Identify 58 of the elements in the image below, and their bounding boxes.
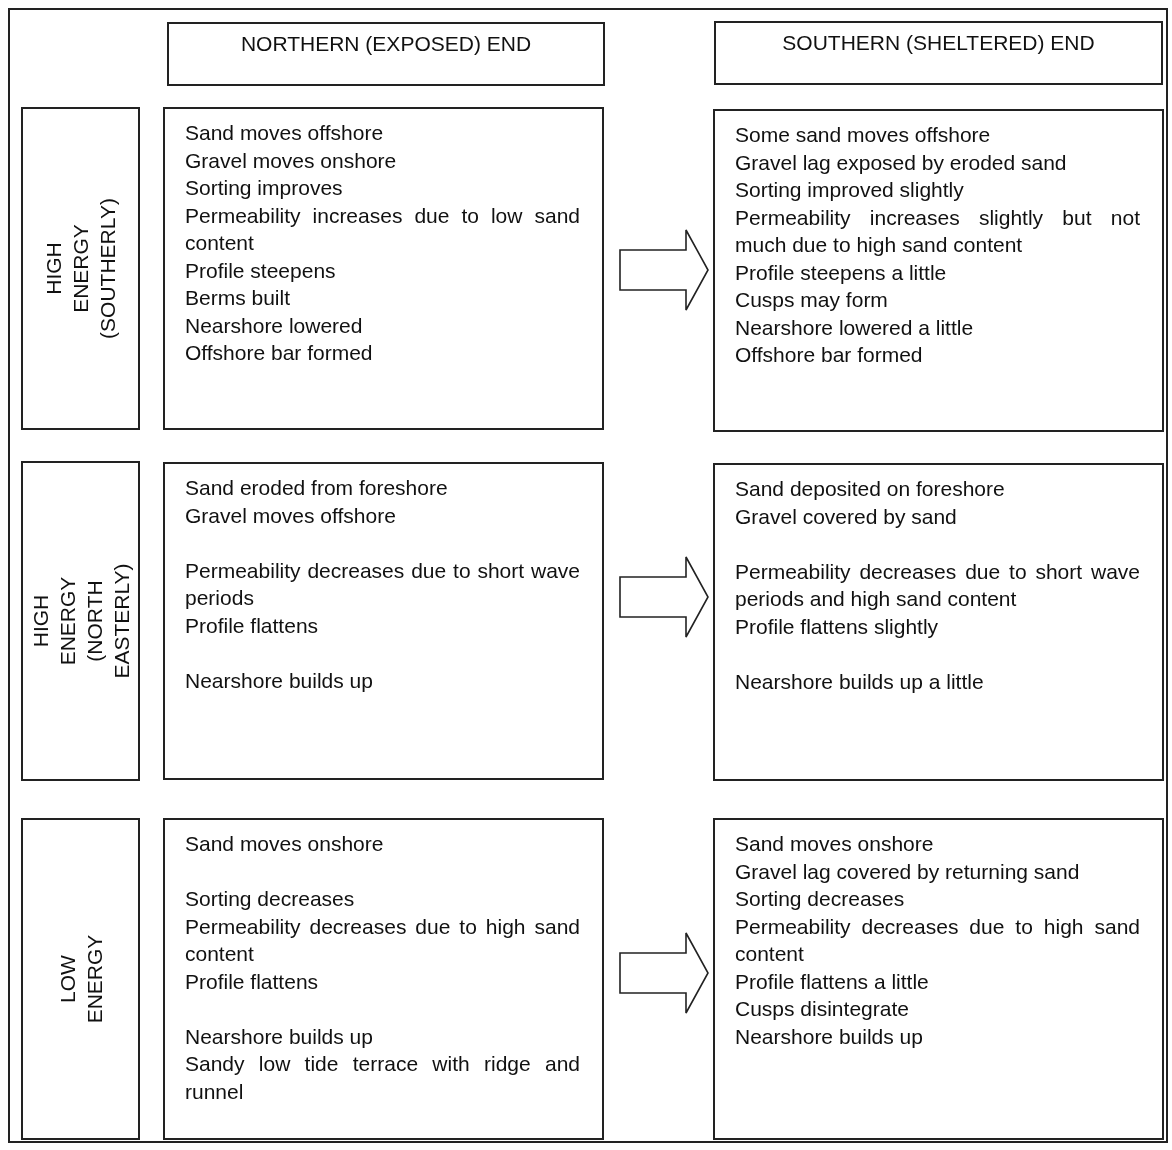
description-box — [713, 818, 1164, 1140]
description-item: Permeability decreases due to high sand content — [185, 913, 580, 967]
description-item: Sorting improved slightly — [735, 177, 965, 203]
description-box — [163, 818, 604, 1140]
column-heading: SOUTHERN (SHELTERED) END — [782, 31, 1095, 56]
description-box — [163, 107, 604, 430]
description-item: Permeability increases slightly but not much due to high sand content — [735, 204, 1140, 258]
row-heading: LOW ENERGY — [54, 933, 107, 1026]
description-item: Sandy low tide terrace with ridge and runnel — [185, 1051, 580, 1105]
description-item: Profile flattens slightly — [735, 613, 940, 640]
description-item: Nearshore builds up — [735, 1023, 924, 1050]
description-box — [163, 462, 604, 780]
row-heading: HIGH ENERGY (NORTH EASTERLY) — [27, 563, 134, 679]
description-item: Gravel moves onshore — [185, 147, 398, 174]
description-item: Nearshore builds up a little — [735, 668, 985, 695]
description-item: Profile steepens a little — [735, 259, 948, 286]
column-header-box — [714, 21, 1163, 85]
description-item: Cusps may form — [735, 287, 889, 313]
description-item: Permeability decreases due to short wave periods — [185, 557, 580, 611]
description-box — [713, 109, 1164, 432]
description-item: Profile flattens — [185, 968, 320, 995]
description-item: Nearshore builds up — [185, 1023, 374, 1050]
description-item: Sand eroded from foreshore — [185, 475, 449, 501]
block-arrow — [619, 556, 709, 638]
description-item: Sand moves onshore — [735, 831, 935, 857]
column-header-box — [167, 22, 605, 86]
description-item: Some sand moves offshore — [735, 122, 992, 148]
column-heading: NORTHERN (EXPOSED) END — [240, 32, 532, 57]
description-item: Sorting decreases — [185, 886, 356, 912]
description-item: Gravel covered by sand — [735, 503, 958, 530]
description-item: Offshore bar formed — [735, 342, 924, 368]
description-item: Nearshore builds up — [185, 667, 374, 694]
row-heading: HIGH ENERGY (SOUTHERLY) — [41, 198, 120, 339]
row-label-box — [21, 461, 140, 781]
block-arrow — [619, 229, 709, 311]
block-arrow — [619, 932, 709, 1014]
row-label-box — [21, 818, 140, 1140]
description-item: Sand moves offshore — [185, 120, 385, 146]
description-item: Berms built — [185, 285, 292, 311]
description-item: Profile flattens — [185, 612, 320, 639]
description-item: Permeability decreases due to high sand content — [735, 913, 1140, 967]
description-item: Cusps disintegrate — [735, 996, 910, 1022]
description-item: Profile steepens — [185, 257, 337, 284]
description-item: Sand moves onshore — [185, 831, 385, 857]
description-item: Nearshore lowered a little — [735, 314, 975, 341]
description-item: Permeability increases due to low sand content — [185, 202, 580, 256]
description-item: Offshore bar formed — [185, 340, 374, 366]
description-item: Sorting improves — [185, 175, 344, 201]
description-item: Gravel moves offshore — [185, 502, 397, 529]
description-box — [713, 463, 1164, 781]
description-item: Sorting decreases — [735, 886, 906, 912]
description-item: Gravel lag exposed by eroded sand — [735, 149, 1068, 176]
description-item: Nearshore lowered — [185, 312, 364, 339]
description-item: Profile flattens a little — [735, 968, 930, 995]
description-item: Sand deposited on foreshore — [735, 476, 1006, 502]
row-label-box — [21, 107, 140, 430]
description-item: Gravel lag covered by returning sand — [735, 858, 1081, 885]
description-item: Permeability decreases due to short wave periods and high sand content — [735, 558, 1140, 612]
